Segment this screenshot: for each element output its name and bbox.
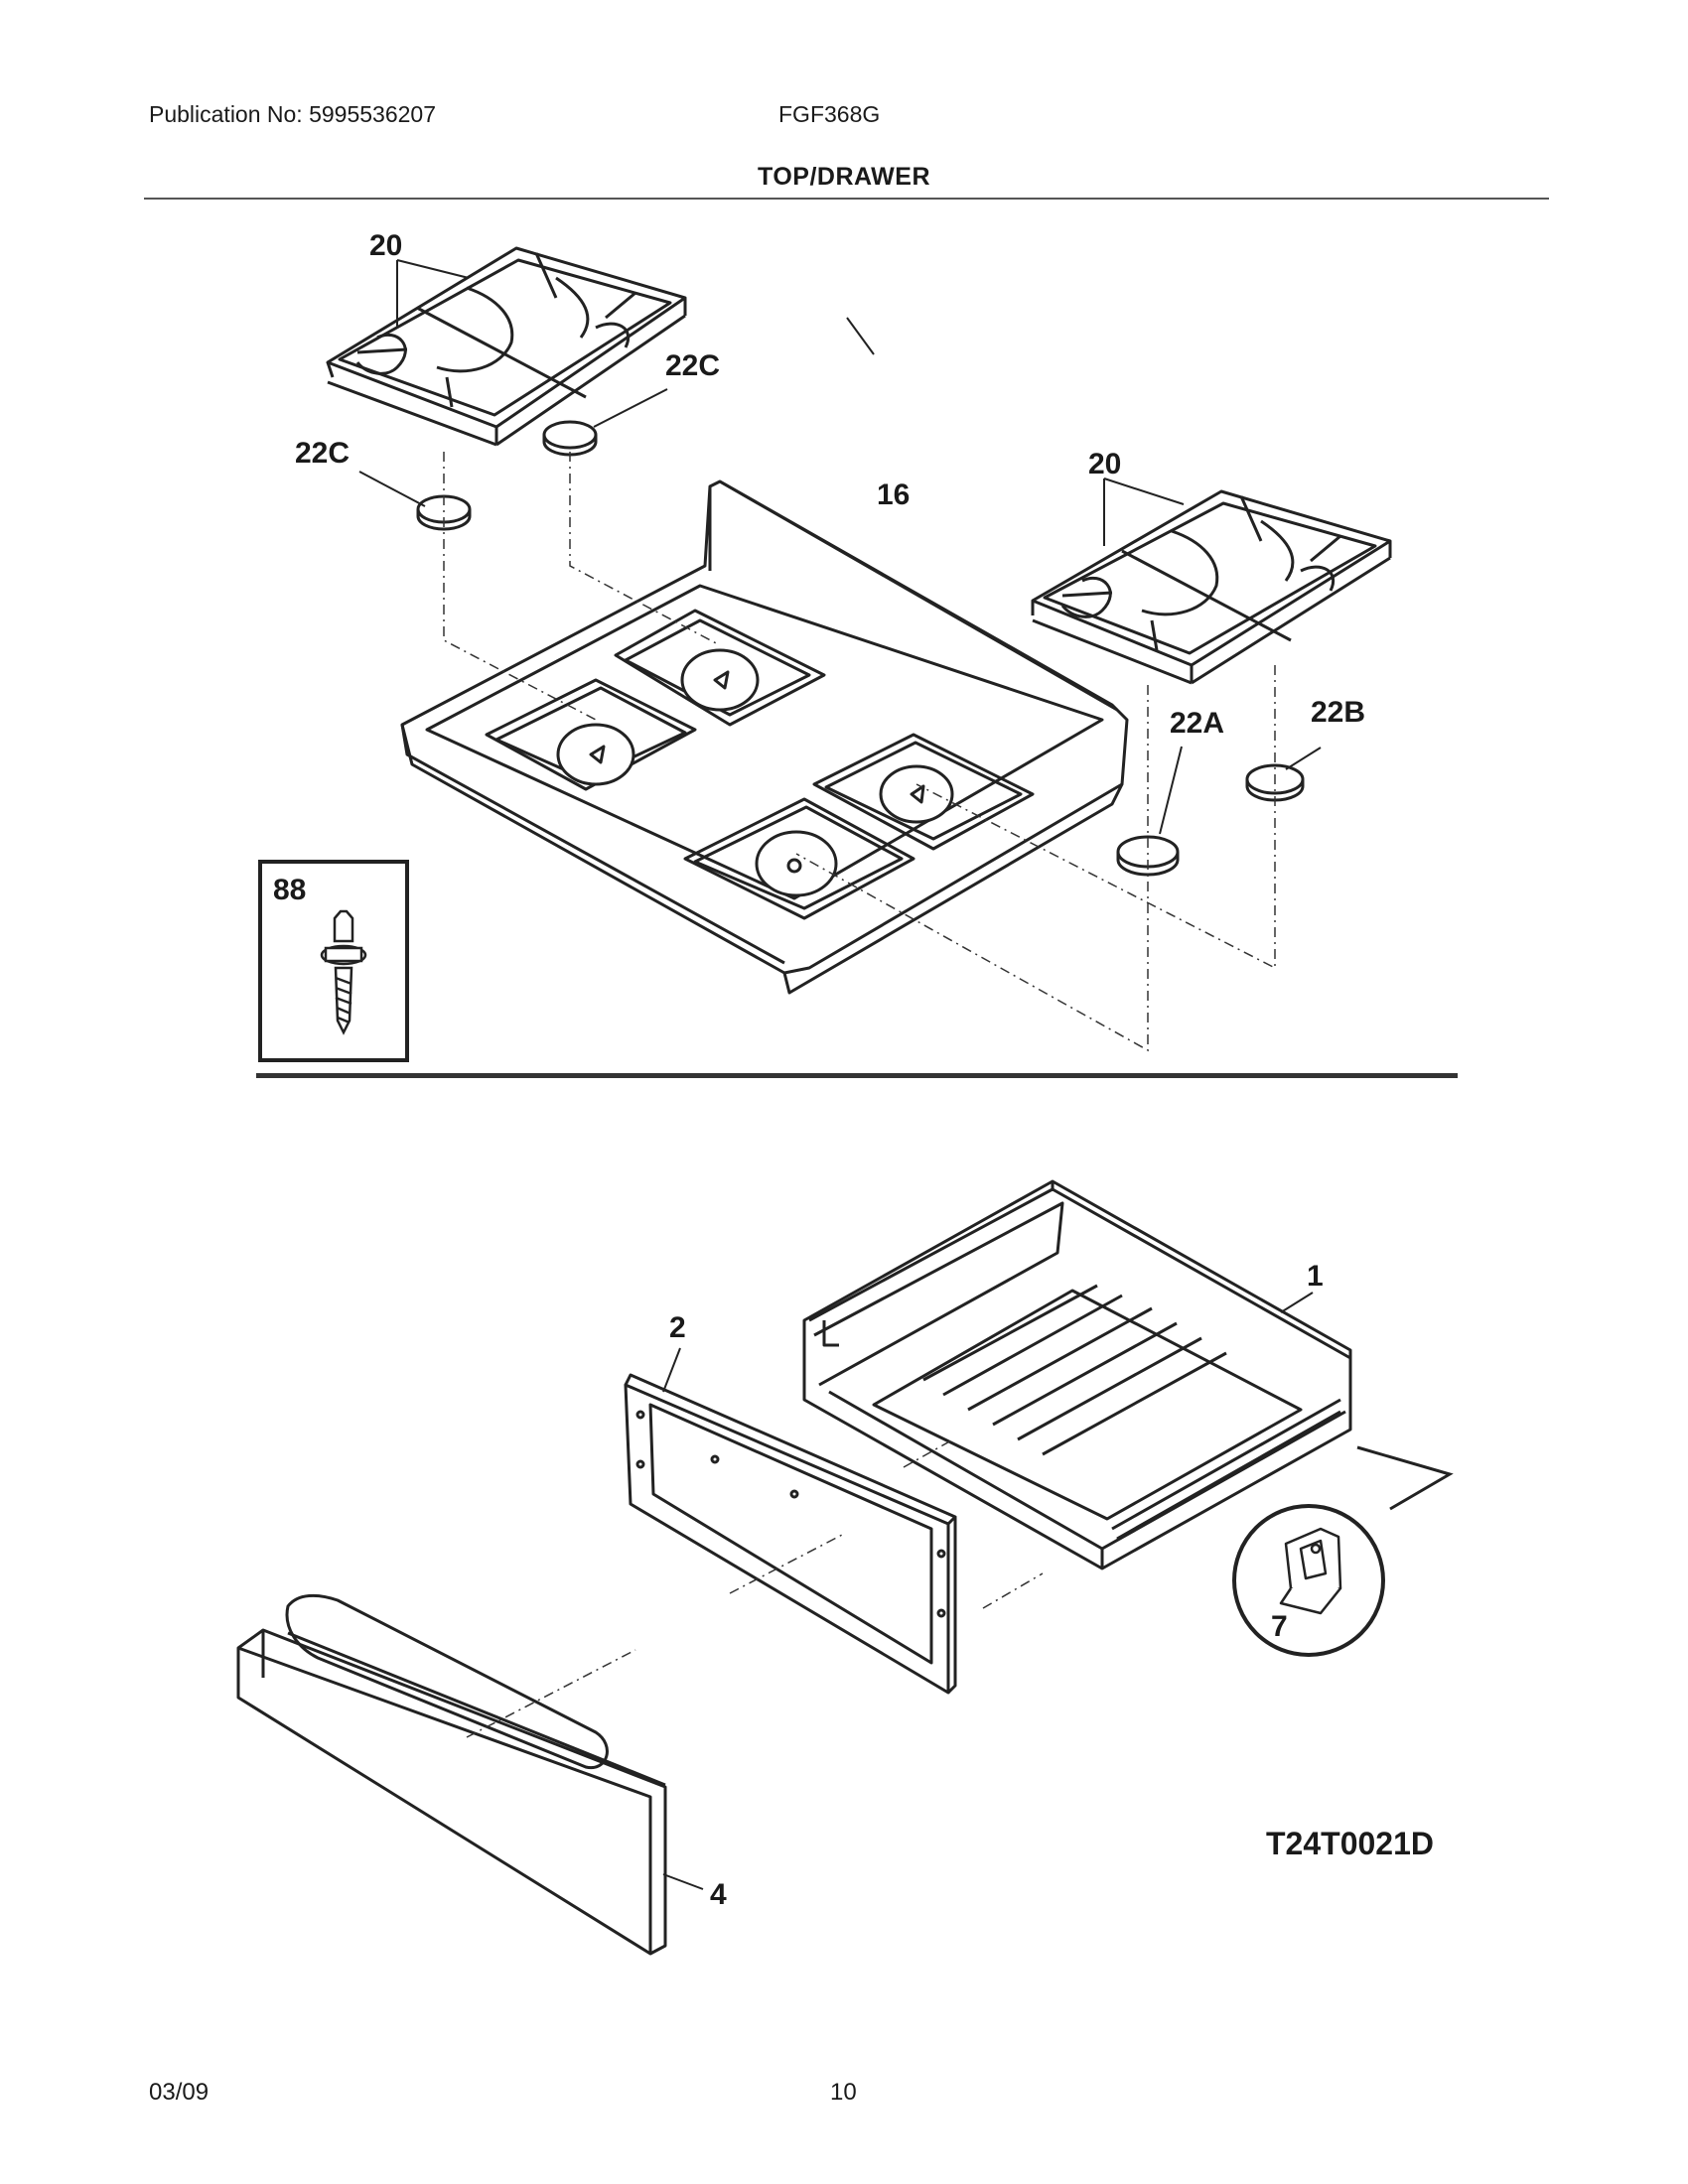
callout-2: 2 — [669, 1311, 686, 1344]
drawer-clip-icon — [1279, 1527, 1342, 1615]
burner-cap-22c-upper — [542, 420, 598, 457]
drawer-liner-frame — [624, 1373, 957, 1695]
leader-lines-bottom — [662, 1292, 1314, 1890]
callout-20-right: 20 — [1088, 448, 1121, 480]
drawer-body — [802, 1179, 1352, 1570]
alignment-lines-top — [443, 452, 1276, 1052]
grate-left-assembly — [326, 246, 687, 447]
section-divider — [256, 1073, 1458, 1078]
footer-date: 03/09 — [149, 2079, 210, 2106]
page-number: 10 — [830, 2079, 857, 2106]
callout-4: 4 — [710, 1878, 727, 1911]
callout-22c-lower: 22C — [295, 437, 350, 470]
callout-1: 1 — [1307, 1260, 1324, 1293]
publication-number: Publication No: 5995536207 — [149, 101, 437, 127]
grate-right-assembly — [1031, 489, 1392, 685]
burner-cap-22c-lower — [416, 494, 472, 531]
clip-detail-callout — [1232, 1445, 1454, 1657]
callout-16: 16 — [877, 478, 910, 511]
callout-22a: 22A — [1170, 707, 1224, 740]
stud-screw-icon — [320, 909, 367, 1035]
callout-22b: 22B — [1311, 696, 1365, 729]
leader-lines-top — [358, 259, 1322, 835]
cooktop-panel — [400, 479, 1129, 995]
callout-22c-upper: 22C — [665, 349, 720, 382]
drawer-front-panel — [236, 1593, 667, 1956]
header-rule — [144, 198, 1549, 200]
callout-88: 88 — [273, 874, 306, 906]
alignment-lines-bottom — [466, 1438, 1044, 1738]
section-title: TOP/DRAWER — [758, 163, 930, 191]
stud-inset-box — [258, 860, 409, 1062]
callout-20-left: 20 — [369, 229, 402, 262]
model-number: FGF368G — [778, 101, 881, 127]
diagram-code: T24T0021D — [1266, 1826, 1434, 1861]
callout-7: 7 — [1271, 1610, 1288, 1643]
